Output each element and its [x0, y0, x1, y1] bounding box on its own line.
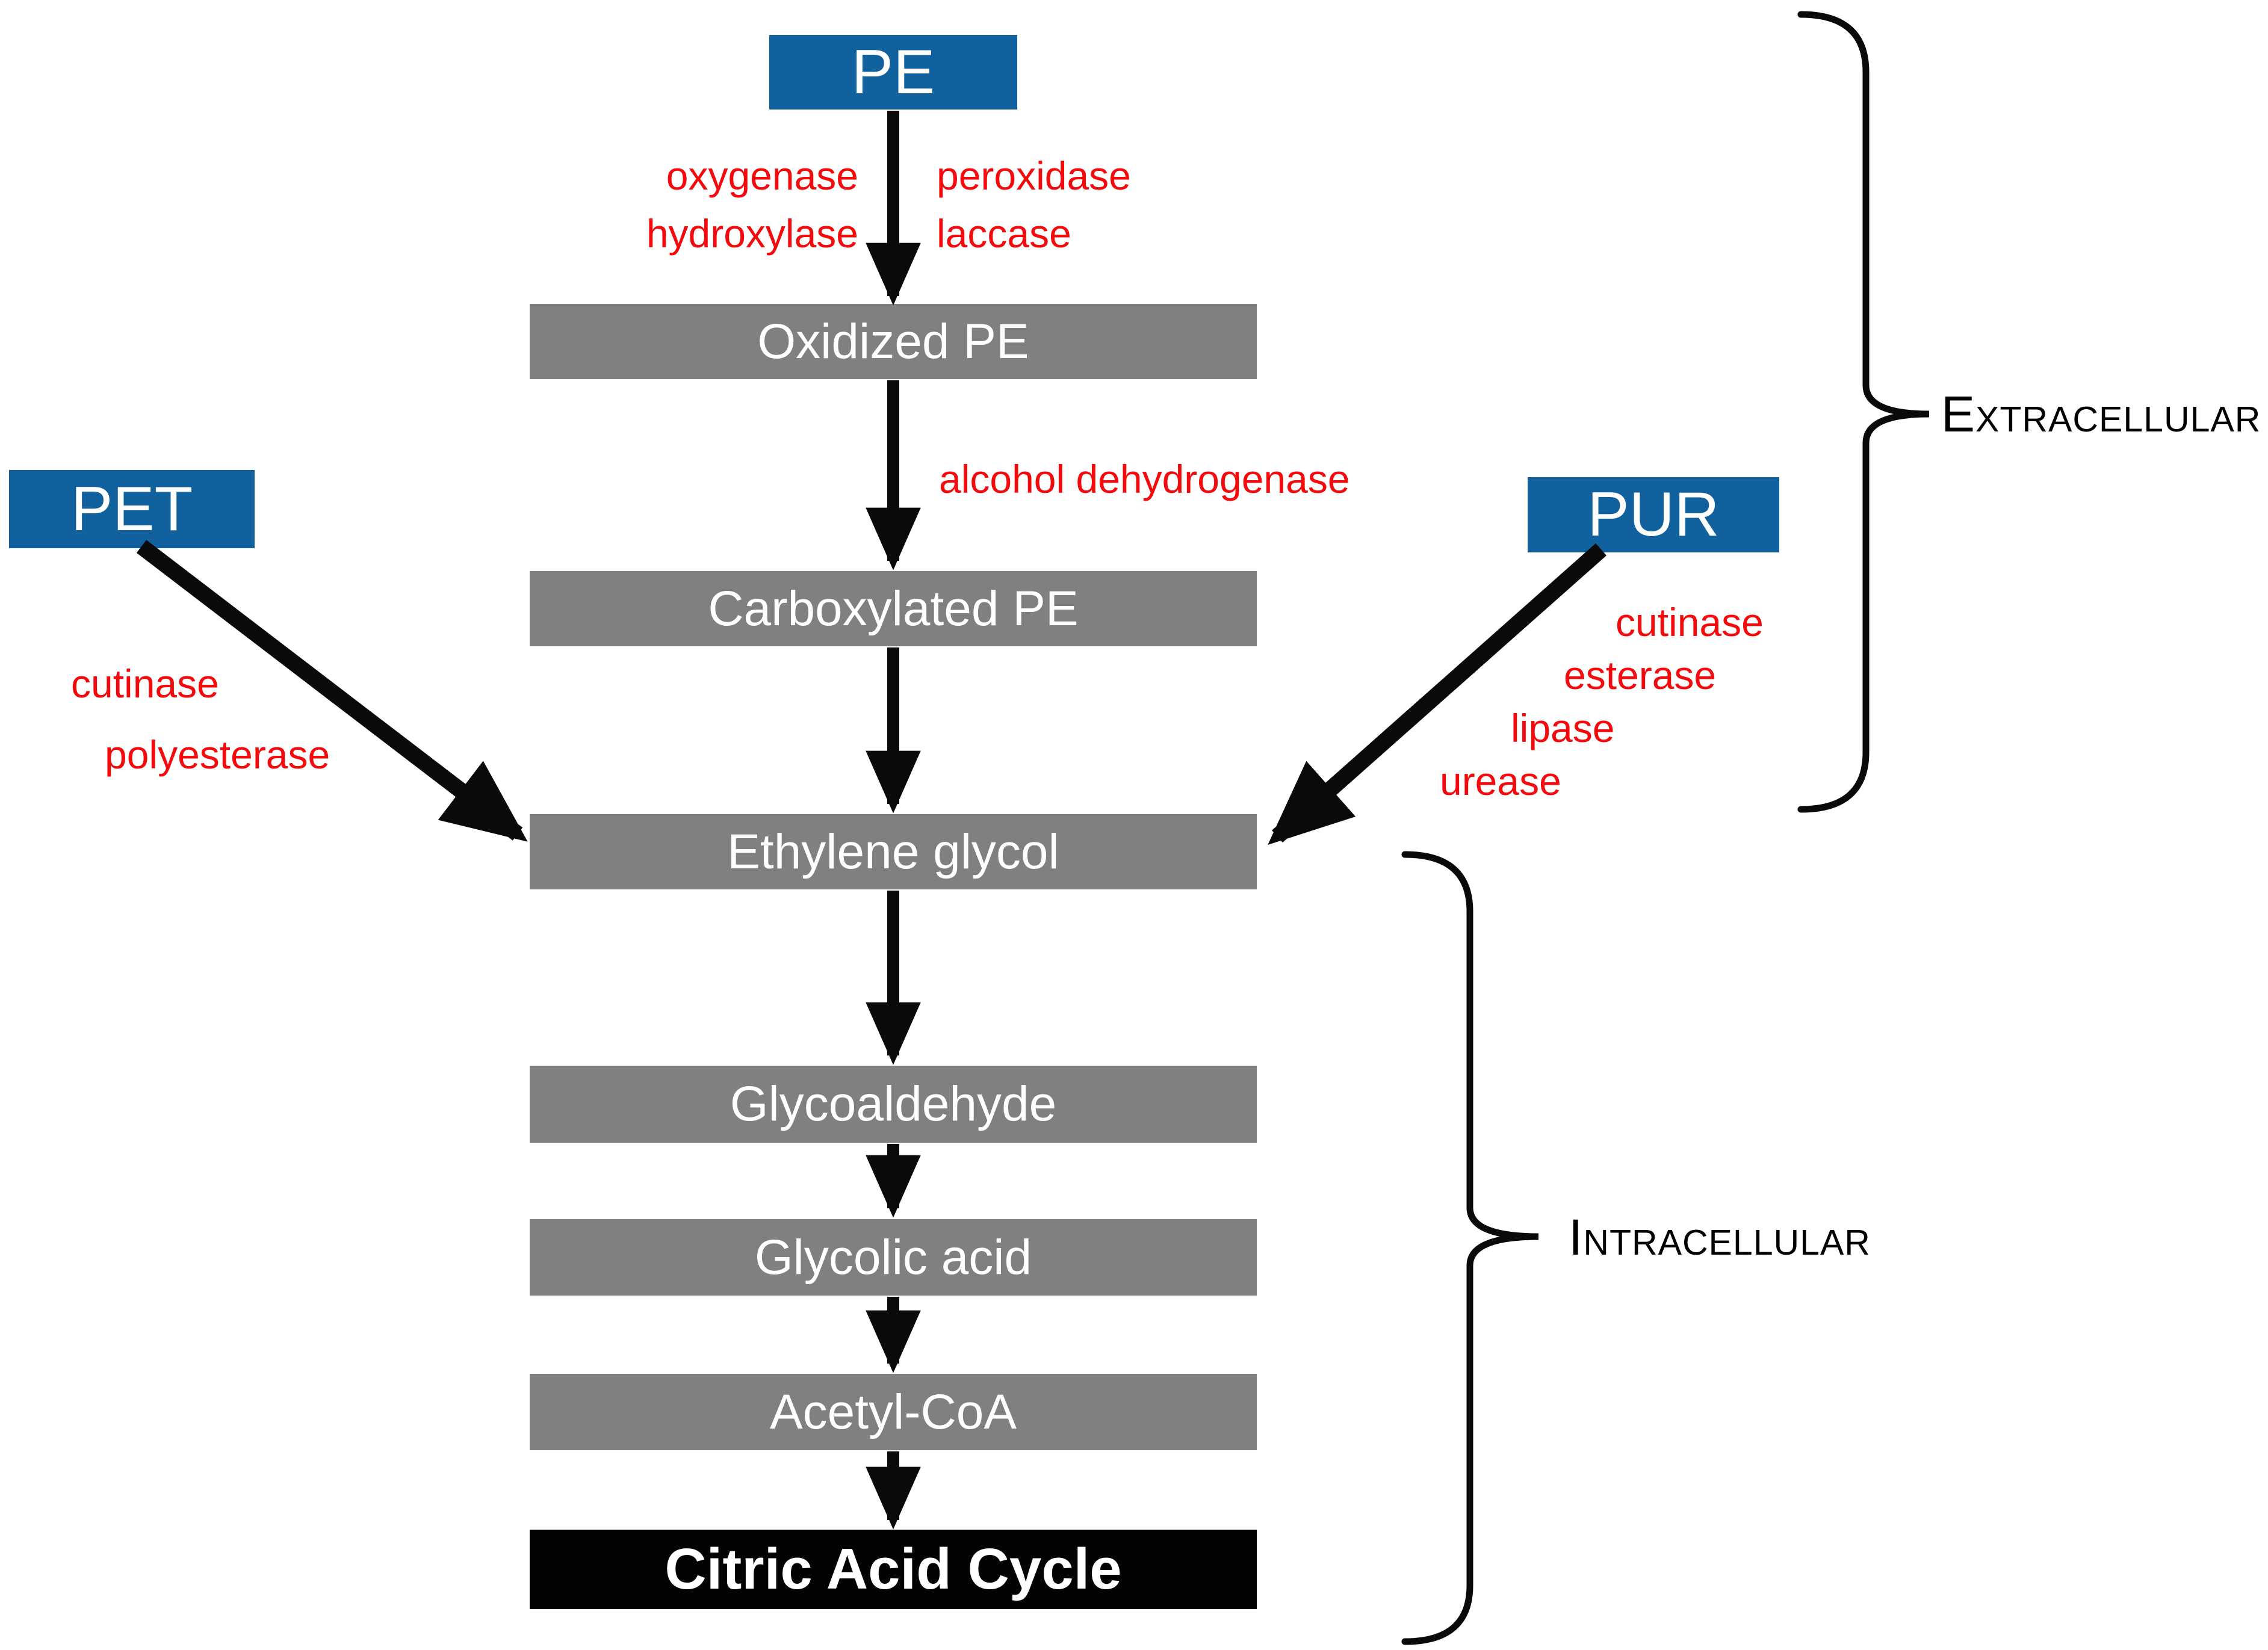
intracellular-label: Intracellular: [1569, 1209, 1871, 1265]
enzyme-pur-lipase: lipase: [1511, 706, 1615, 750]
node-pet: PET: [9, 470, 255, 548]
node-label: Ethylene glycol: [727, 824, 1059, 879]
node-label: Citric Acid Cycle: [665, 1537, 1122, 1601]
enzyme-pur-cutinase: cutinase: [1616, 600, 1764, 644]
extracellular-brace: [1797, 11, 1930, 813]
node-carboxylated-pe: Carboxylated PE: [530, 571, 1257, 646]
node-ethylene-glycol: Ethylene glycol: [530, 814, 1257, 889]
node-label: PUR: [1587, 480, 1720, 549]
enzyme-pur-esterase: esterase: [1564, 653, 1717, 697]
extracellular-label: Extracellular: [1941, 386, 2261, 442]
node-pur: PUR: [1528, 477, 1779, 552]
intracellular-brace: [1401, 851, 1539, 1645]
node-label: Carboxylated PE: [708, 581, 1079, 636]
node-label: PET: [70, 474, 193, 544]
enzyme-oxygenase: oxygenase: [666, 153, 858, 198]
node-citric-acid-cycle: Citric Acid Cycle: [530, 1530, 1257, 1609]
node-label: Acetyl-CoA: [769, 1384, 1017, 1439]
enzyme-label-pe-left: oxygenase hydroxylase: [590, 147, 858, 262]
node-oxidized-pe: Oxidized PE: [530, 304, 1257, 379]
enzyme-hydroxylase: hydroxylase: [646, 211, 858, 256]
node-label: Glycoaldehyde: [730, 1077, 1057, 1131]
enzyme-alcohol-dehydrogenase: alcohol dehydrogenase: [939, 457, 1350, 501]
enzyme-peroxidase: peroxidase: [937, 153, 1131, 198]
node-label: Glycolic acid: [754, 1229, 1032, 1285]
enzyme-label-pe-right: peroxidase laccase: [937, 147, 1131, 262]
node-glycoaldehyde: Glycoaldehyde: [530, 1066, 1257, 1143]
enzyme-pet-cutinase: cutinase: [71, 661, 219, 706]
node-label: PE: [851, 37, 935, 107]
node-glycolic-acid: Glycolic acid: [530, 1219, 1257, 1296]
node-acetyl-coa: Acetyl-CoA: [530, 1374, 1257, 1450]
node-label: Oxidized PE: [757, 314, 1029, 369]
enzyme-pet-polyesterase: polyesterase: [105, 732, 330, 777]
enzyme-laccase: laccase: [937, 211, 1071, 256]
enzyme-pur-urease: urease: [1440, 759, 1561, 803]
node-pe: PE: [769, 35, 1017, 110]
